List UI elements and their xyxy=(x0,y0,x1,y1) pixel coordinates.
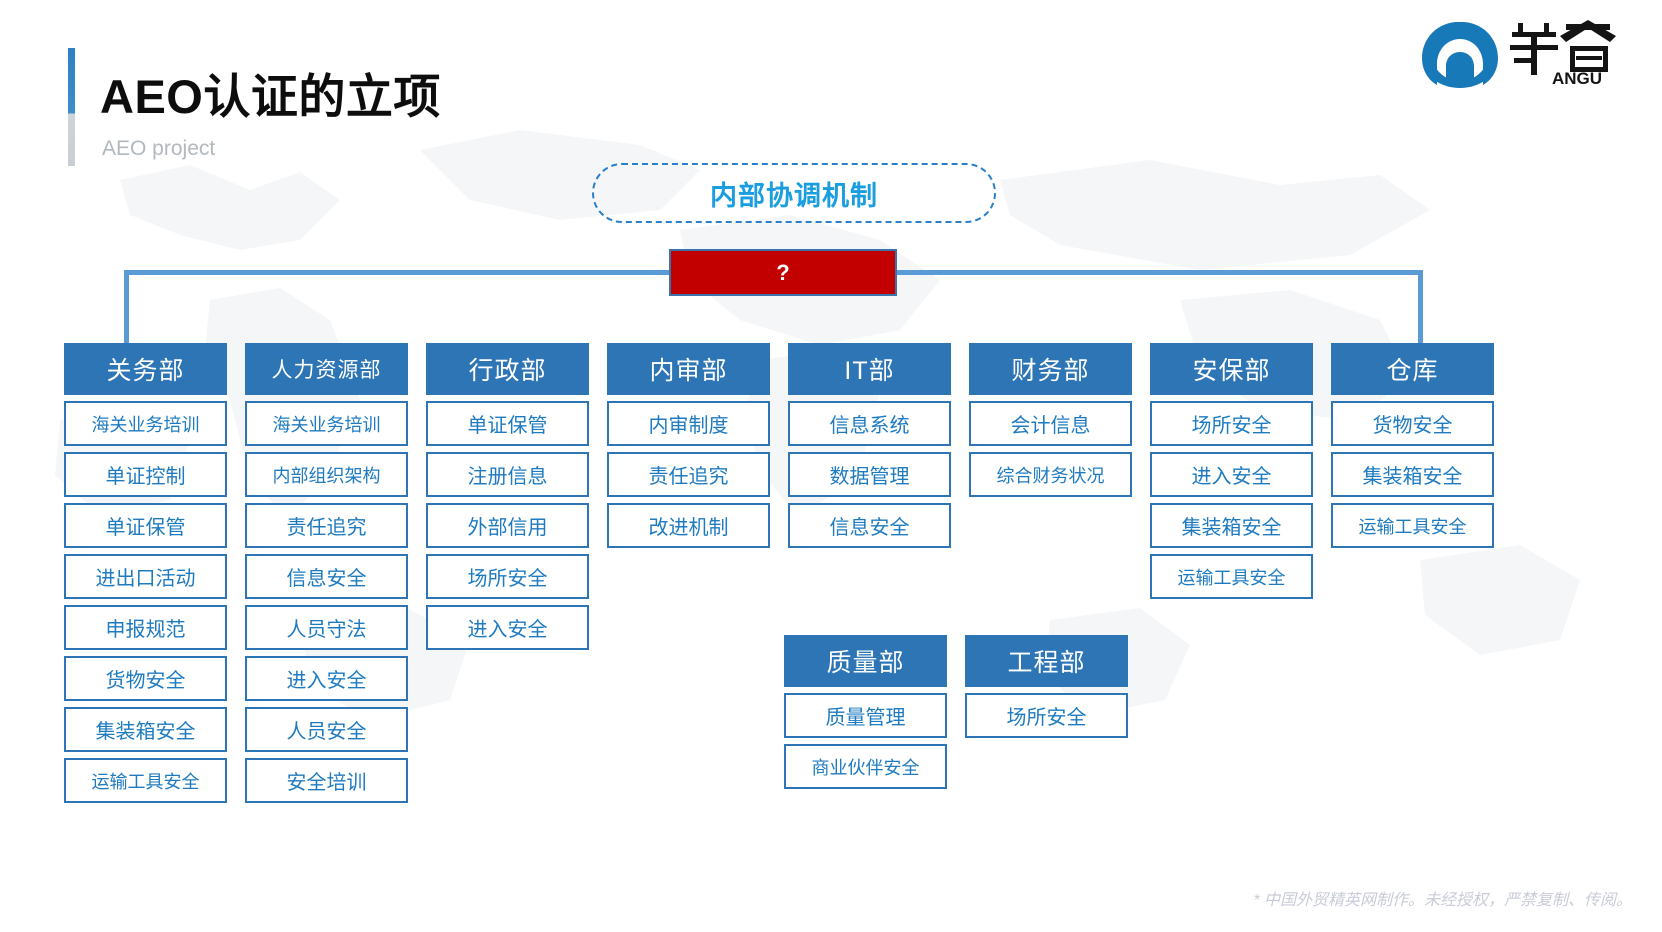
top-node-internal-coordination[interactable]: 内部协调机制 xyxy=(592,163,996,223)
top-node-label: 内部协调机制 xyxy=(710,180,878,211)
page-subtitle: AEO project xyxy=(102,137,216,160)
department-header[interactable]: 内审部 xyxy=(607,343,770,395)
department-item[interactable]: 信息安全 xyxy=(788,503,951,548)
connector-vertical-left xyxy=(124,270,129,345)
department-item-list: 质量管理商业伙伴安全 xyxy=(784,693,947,789)
department-item[interactable]: 外部信用 xyxy=(426,503,589,548)
department-item[interactable]: 货物安全 xyxy=(1331,401,1494,446)
department-item[interactable]: 场所安全 xyxy=(426,554,589,599)
department-item[interactable]: 运输工具安全 xyxy=(64,758,227,803)
department-item[interactable]: 申报规范 xyxy=(64,605,227,650)
department-item-list: 海关业务培训内部组织架构责任追究信息安全人员守法进入安全人员安全安全培训 xyxy=(245,401,408,803)
department-header[interactable]: 质量部 xyxy=(784,635,947,687)
title-accent-bar xyxy=(68,48,75,166)
department-item[interactable]: 会计信息 xyxy=(969,401,1132,446)
department-item-list: 会计信息综合财务状况 xyxy=(969,401,1132,497)
department-item[interactable]: 安全培训 xyxy=(245,758,408,803)
department-header[interactable]: 仓库 xyxy=(1331,343,1494,395)
department-item[interactable]: 综合财务状况 xyxy=(969,452,1132,497)
department-columns: 关务部海关业务培训单证控制单证保管进出口活动申报规范货物安全集装箱安全运输工具安… xyxy=(64,343,1604,803)
department-column: 安保部场所安全进入安全集装箱安全运输工具安全 xyxy=(1150,343,1313,599)
department-item[interactable]: 责任追究 xyxy=(245,503,408,548)
department-header[interactable]: IT部 xyxy=(788,343,951,395)
department-item[interactable]: 内审制度 xyxy=(607,401,770,446)
center-question-label: ? xyxy=(776,259,790,285)
department-item[interactable]: 责任追究 xyxy=(607,452,770,497)
department-item[interactable]: 单证保管 xyxy=(426,401,589,446)
department-column: 人力资源部海关业务培训内部组织架构责任追究信息安全人员守法进入安全人员安全安全培… xyxy=(245,343,408,803)
department-item[interactable]: 集装箱安全 xyxy=(1150,503,1313,548)
department-item[interactable]: 进出口活动 xyxy=(64,554,227,599)
department-item-list: 单证保管注册信息外部信用场所安全进入安全 xyxy=(426,401,589,650)
department-header[interactable]: 安保部 xyxy=(1150,343,1313,395)
department-item-list: 海关业务培训单证控制单证保管进出口活动申报规范货物安全集装箱安全运输工具安全 xyxy=(64,401,227,803)
department-item-list: 场所安全进入安全集装箱安全运输工具安全 xyxy=(1150,401,1313,599)
department-item[interactable]: 场所安全 xyxy=(1150,401,1313,446)
department-column: 仓库货物安全集装箱安全运输工具安全 xyxy=(1331,343,1494,548)
department-item[interactable]: 质量管理 xyxy=(784,693,947,738)
department-column: 内审部内审制度责任追究改进机制 xyxy=(607,343,770,548)
department-item[interactable]: 场所安全 xyxy=(965,693,1128,738)
department-item[interactable]: 进入安全 xyxy=(1150,452,1313,497)
connector-vertical-right xyxy=(1418,270,1423,345)
department-item-list: 信息系统数据管理信息安全 xyxy=(788,401,951,548)
department-item[interactable]: 集装箱安全 xyxy=(1331,452,1494,497)
department-item[interactable]: 商业伙伴安全 xyxy=(784,744,947,789)
department-column: 关务部海关业务培训单证控制单证保管进出口活动申报规范货物安全集装箱安全运输工具安… xyxy=(64,343,227,803)
department-item[interactable]: 货物安全 xyxy=(64,656,227,701)
department-column: IT部信息系统数据管理信息安全 xyxy=(788,343,951,548)
department-item[interactable]: 运输工具安全 xyxy=(1150,554,1313,599)
department-item[interactable]: 信息安全 xyxy=(245,554,408,599)
lower-department-columns: 质量部质量管理商业伙伴安全工程部场所安全 xyxy=(784,635,1128,789)
department-item-list: 货物安全集装箱安全运输工具安全 xyxy=(1331,401,1494,548)
center-question-node[interactable]: ? xyxy=(669,249,897,296)
department-item[interactable]: 单证控制 xyxy=(64,452,227,497)
department-item-list: 内审制度责任追究改进机制 xyxy=(607,401,770,548)
department-item[interactable]: 海关业务培训 xyxy=(64,401,227,446)
department-header[interactable]: 行政部 xyxy=(426,343,589,395)
department-item[interactable]: 运输工具安全 xyxy=(1331,503,1494,548)
department-header[interactable]: 财务部 xyxy=(969,343,1132,395)
footer-note: * 中国外贸精英网制作。未经授权，严禁复制、传阅。 xyxy=(1253,892,1632,909)
logo-wordmark: ANGU xyxy=(1552,69,1602,88)
department-item[interactable]: 人员安全 xyxy=(245,707,408,752)
department-header[interactable]: 工程部 xyxy=(965,635,1128,687)
department-item[interactable]: 注册信息 xyxy=(426,452,589,497)
department-item[interactable]: 集装箱安全 xyxy=(64,707,227,752)
department-item[interactable]: 海关业务培训 xyxy=(245,401,408,446)
department-item[interactable]: 内部组织架构 xyxy=(245,452,408,497)
department-item[interactable]: 改进机制 xyxy=(607,503,770,548)
department-item-list: 场所安全 xyxy=(965,693,1128,738)
department-header[interactable]: 关务部 xyxy=(64,343,227,395)
department-item[interactable]: 人员守法 xyxy=(245,605,408,650)
page-title: AEO认证的立项 xyxy=(100,70,441,123)
department-column: 质量部质量管理商业伙伴安全 xyxy=(784,635,947,789)
department-column: 工程部场所安全 xyxy=(965,635,1128,789)
department-column: 财务部会计信息综合财务状况 xyxy=(969,343,1132,497)
department-item[interactable]: 数据管理 xyxy=(788,452,951,497)
brand-logo: ANGU xyxy=(1422,20,1616,88)
department-column: 行政部单证保管注册信息外部信用场所安全进入安全 xyxy=(426,343,589,650)
department-item[interactable]: 单证保管 xyxy=(64,503,227,548)
department-item[interactable]: 信息系统 xyxy=(788,401,951,446)
department-header[interactable]: 人力资源部 xyxy=(245,343,408,395)
department-item[interactable]: 进入安全 xyxy=(245,656,408,701)
department-item[interactable]: 进入安全 xyxy=(426,605,589,650)
